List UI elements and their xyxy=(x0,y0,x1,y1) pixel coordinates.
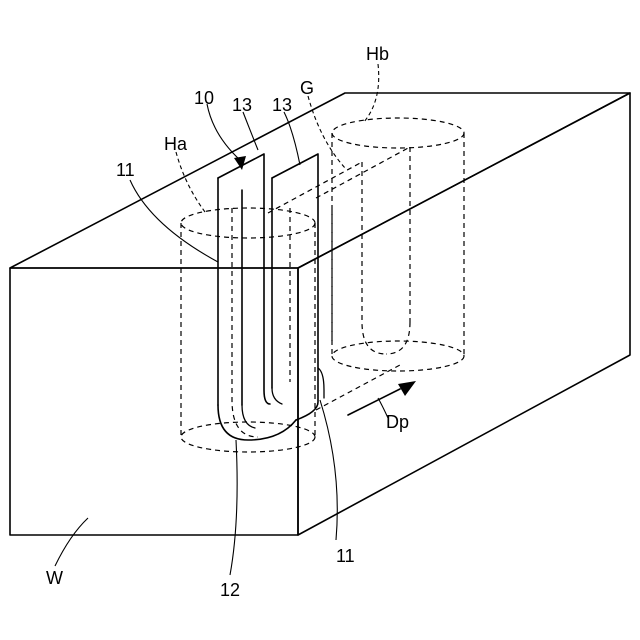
hole-hb-outline xyxy=(332,118,464,371)
label-direction: Dp xyxy=(386,412,409,432)
label-workpiece: W xyxy=(46,568,63,588)
label-bottom: 12 xyxy=(220,580,240,600)
label-groove: G xyxy=(300,78,314,98)
blade-left xyxy=(218,154,270,404)
labels: 10 13 13 Ha G Hb 11 11 12 W Dp xyxy=(46,44,409,600)
label-blade-left: 13 xyxy=(232,95,252,115)
label-side-right: 11 xyxy=(336,546,355,566)
workpiece-block xyxy=(10,93,630,535)
hole-ha-outline xyxy=(181,208,315,452)
label-tool: 10 xyxy=(194,88,214,108)
tool-body xyxy=(218,154,324,440)
leader-lines xyxy=(55,64,388,575)
direction-arrow xyxy=(348,381,416,415)
tool-bottom-curve xyxy=(218,405,296,440)
block-top-face xyxy=(10,93,630,268)
label-side-left: 11 xyxy=(116,160,135,180)
label-blade-right: 13 xyxy=(272,95,292,115)
label-hole-hb: Hb xyxy=(366,44,389,64)
blade-right xyxy=(272,154,318,420)
label-hole-ha: Ha xyxy=(164,134,188,154)
block-front-face xyxy=(10,268,298,535)
groove-g-outline xyxy=(268,147,410,410)
